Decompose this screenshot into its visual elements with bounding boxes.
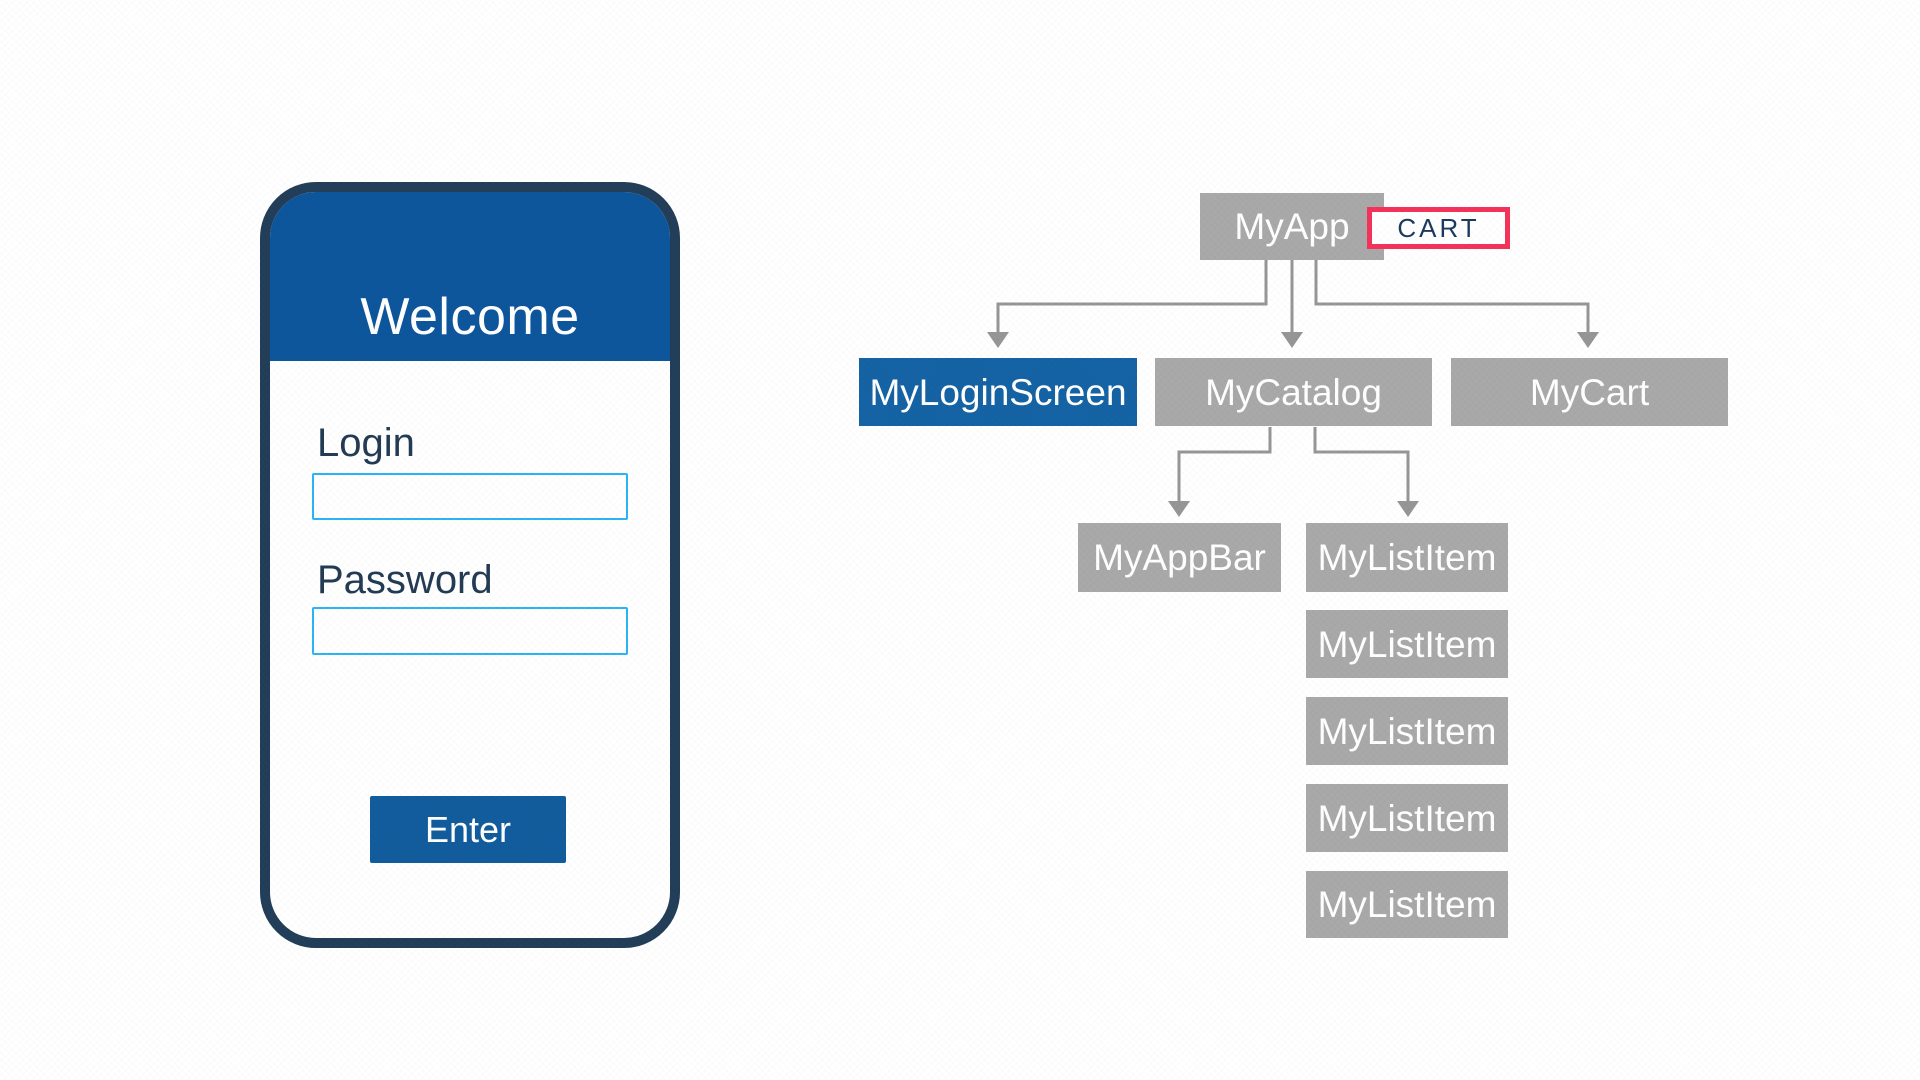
tree-node-mylistitem-5: MyListItem [1306,871,1508,938]
welcome-header: Welcome [270,192,670,361]
welcome-title: Welcome [360,288,580,346]
tree-node-myappbar: MyAppBar [1078,523,1281,592]
phone-mockup: Welcome Login Password Enter [260,182,680,948]
tree-node-mylistitem-3: MyListItem [1306,697,1508,765]
password-label: Password [317,558,493,602]
cart-badge: CART [1367,207,1510,249]
arrow-head-icon [1168,501,1190,517]
tree-node-mycatalog: MyCatalog [1155,358,1432,426]
login-label: Login [317,421,415,465]
connector-myapp-to-mycatalog [1281,260,1303,348]
tree-node-mylistitem-1: MyListItem [1306,523,1508,592]
tree-node-mylistitem-4: MyListItem [1306,784,1508,852]
arrow-head-icon [1577,332,1599,348]
arrow-head-icon [1397,501,1419,517]
arrow-head-icon [1281,332,1303,348]
tree-node-mycart: MyCart [1451,358,1728,426]
password-input[interactable] [312,607,628,655]
enter-button[interactable]: Enter [370,796,566,863]
connector-mycatalog-to-mylistitem [1313,427,1419,517]
connector-mycatalog-to-myappbar [1168,427,1272,517]
login-input[interactable] [312,473,628,520]
tree-node-myloginscreen: MyLoginScreen [859,358,1137,426]
connector-myapp-to-myloginscreen [987,260,1268,348]
arrow-head-icon [987,332,1009,348]
tree-node-mylistitem-2: MyListItem [1306,610,1508,678]
connector-myapp-to-mycart [1314,260,1599,348]
tree-node-myapp: MyApp [1200,193,1384,260]
